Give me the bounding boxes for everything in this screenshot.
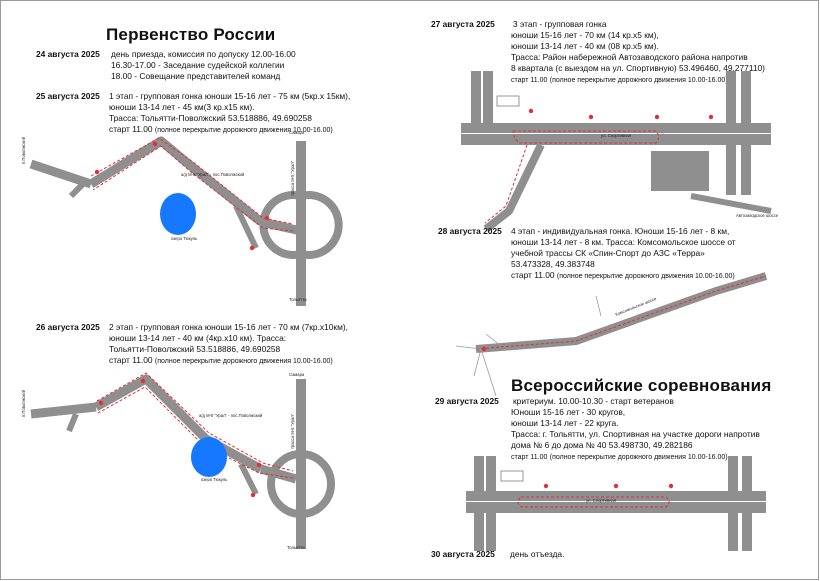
- aug27-line-3: юноши 13-14 лет - 40 км (08 кр.х5 км).: [511, 41, 659, 51]
- date-aug-28: 28 августа 2025: [438, 226, 502, 236]
- aug24-line-1: день приезда, комиссия по допуску 12.00-…: [111, 49, 296, 59]
- lake-label-1: озеро Тюкуль: [171, 236, 198, 241]
- aug27-line-2: юноши 15-16 лет - 70 км (14 кр.х5 км),: [511, 30, 659, 40]
- aug26-line-2: юноши 13-14 лет - 40 км (4кр.х10 км). Тр…: [109, 333, 287, 343]
- bottom-label-2: Тольятти: [287, 545, 305, 550]
- aug26-start-time: старт 11.00: [109, 355, 153, 365]
- top-label-1: Самара: [289, 130, 305, 135]
- aug27-line-4: Трасса: Район набережной Автозаводского …: [511, 52, 748, 62]
- aug25-line-1: 1 этап - групповая гонка юноши 15-16 лет…: [109, 91, 351, 101]
- top-label-2: Самара: [289, 372, 305, 377]
- date-aug-29: 29 августа 2025: [435, 396, 499, 406]
- road-label-1: а/д М-5 "Урал" - пос.Поволжский: [181, 172, 245, 177]
- map-course-aug27: ул. Спортивная Автозаводское шоссе: [461, 71, 779, 233]
- title-all-russian: Всероссийские соревнования: [511, 376, 772, 395]
- aug29-line-4: Трасса: г. Тольятти, ул. Спортивная на у…: [511, 429, 760, 439]
- left-label-1: п.Поволжский: [21, 136, 26, 164]
- date-aug-24: 24 августа 2025: [36, 49, 100, 59]
- aug24-line-2: 16.30-17.00 - Заседание судейской коллег…: [111, 60, 285, 70]
- aug29-start-time: старт 11.00: [511, 454, 548, 461]
- aug27-line-5: 8 квартала (с выездом на ул. Спортивную)…: [511, 63, 765, 73]
- aug28-line-1: 4 этап - индивидуальная гонка. Юноши 15-…: [511, 226, 730, 236]
- aug24-line-3: 18.00 - Совещание представителей команд: [111, 71, 281, 81]
- lake-label-2: озеро Тюкуль: [201, 477, 228, 482]
- aug25-line-3: Трасса: Тольятти-Поволжский 53.518886, 4…: [109, 113, 312, 123]
- aug28-start: старт 11.00 (полное перекрытие дорожного…: [511, 270, 735, 281]
- aug28-start-note: (полное перекрытие дорожного движения 10…: [556, 273, 735, 280]
- aug28-start-time: старт 11.00: [511, 270, 555, 280]
- aug25-start-time: старт 11.00: [109, 124, 153, 134]
- bottom-label-1: Тольятти: [289, 297, 307, 302]
- vertical-label-1: трасса М-5 "Урал": [290, 160, 295, 196]
- vertical-label-2: трасса М-5 "Урал": [290, 413, 295, 449]
- aug27-start: старт 11.00 (полное перекрытие дорожного…: [511, 74, 728, 85]
- aug30-text: день отъезда.: [510, 549, 565, 559]
- date-aug-27: 27 августа 2025: [431, 19, 495, 29]
- map-course-aug25: озеро Тюкуль а/д М-5 "Урал" - пос.Поволж…: [21, 130, 343, 306]
- aug27-start-time: старт 11.00: [511, 77, 548, 84]
- map-course-aug29: ул. Спортивная: [466, 456, 766, 551]
- aug28-line-4: 53.473328, 49.383748: [511, 259, 595, 269]
- aug25-start: старт 11.00 (полное перекрытие дорожного…: [109, 124, 333, 135]
- aug29-line-2: Юноши 15-16 лет - 30 кругов,: [511, 407, 626, 417]
- street-label-aug27: ул. Спортивная: [601, 133, 631, 138]
- aug27-start-note: (полное перекрытие дорожного движения 10…: [549, 77, 728, 84]
- road-label-2: а/д М-5 "Урал" - пос.Поволжский: [199, 413, 263, 418]
- aug26-line-1: 2 этап - групповая гонка юноши 15-16 лет…: [109, 322, 348, 332]
- aug28-line-2: юноши 13-14 лет - 8 км. Трасса: Комсомол…: [511, 237, 736, 247]
- aug29-line-5: дома № 6 до дома № 40 53.498730, 49.2821…: [511, 440, 693, 450]
- aug27-line-1: 3 этап - групповая гонка: [513, 19, 607, 29]
- left-label-2: п.Поволжский: [21, 389, 26, 417]
- aug29-line-3: юноши 13-14 лет - 22 круга.: [511, 418, 619, 428]
- street-label-aug29: ул. Спортивная: [586, 498, 616, 503]
- date-aug-25: 25 августа 2025: [36, 91, 100, 101]
- fuel-label-aug27: Автозаводское шоссе: [736, 213, 779, 218]
- date-aug-30: 30 августа 2025: [431, 549, 495, 559]
- aug29-start-note: (полное перекрытие дорожного движения 10…: [549, 454, 728, 461]
- aug28-line-3: учебной трассы СК «Спин-Спорт до АЗС «Те…: [511, 248, 705, 258]
- title-championship: Первенство России: [106, 25, 276, 44]
- aug29-line-1: критериум. 10.00-10.30 - старт ветеранов: [513, 396, 674, 406]
- aug25-start-note: (полное перекрытие дорожного движения 10…: [154, 127, 333, 134]
- aug26-start: старт 11.00 (полное перекрытие дорожного…: [109, 355, 333, 366]
- map-course-aug26: озеро Тюкуль а/д М-5 "Урал" - пос.Поволж…: [21, 372, 335, 550]
- aug25-line-2: юноши 13-14 лет - 45 км(3 кр.х15 км).: [109, 102, 255, 112]
- aug29-start: старт 11.00 (полное перекрытие дорожного…: [511, 451, 728, 462]
- aug26-line-3: Тольятти-Поволжский 53.518886, 49.690258: [109, 344, 281, 354]
- aug26-start-note: (полное перекрытие дорожного движения 10…: [154, 358, 333, 365]
- map-course-aug28: Комсомольское шоссе: [455, 272, 768, 397]
- date-aug-26: 26 августа 2025: [36, 322, 100, 332]
